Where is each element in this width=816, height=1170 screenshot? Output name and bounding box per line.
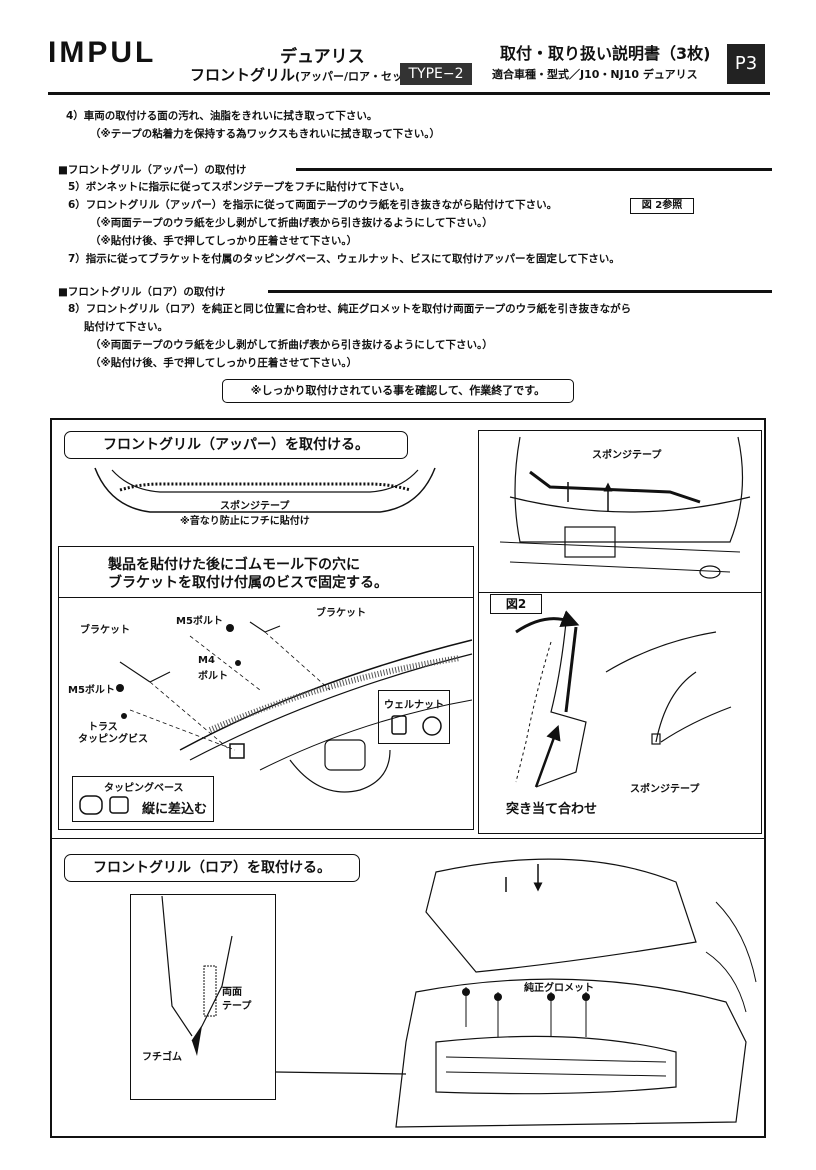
right-detail-panel: [478, 430, 762, 834]
section-lower-title: ■フロントグリル（ロア）の取付け: [58, 286, 226, 298]
edge-detail-drawing: [161, 895, 233, 1056]
bracket-label-b: ブラケット: [316, 608, 366, 619]
insert-vertical-label: 縦に差込む: [142, 802, 208, 817]
bracket-label-a: ブラケット: [80, 625, 130, 636]
fig2-drawing: [515, 610, 732, 788]
step-8-note-1: （※両面テープのウラ紙を少し剥がして折曲げ表から引き抜けるようにして下さい。）: [90, 339, 493, 351]
double-tape-label-2: テープ: [222, 1001, 252, 1012]
wellnut-icon: [391, 715, 442, 736]
grommet-label: 純正グロメット: [524, 983, 594, 994]
double-tape-label-1: 両面: [222, 987, 242, 998]
car-hood-open-drawing: [275, 858, 757, 1128]
m4-bolt-label-1: M4: [198, 655, 215, 666]
tapping-base-icon: [79, 795, 129, 815]
step-6-note-2: （※貼付け後、手で押してしっかり圧着させて下さい。）: [90, 235, 358, 247]
fig2-reference: 図 2参照: [630, 198, 694, 214]
fig2-label: 図2: [490, 594, 542, 614]
tapping-base-label: タッピングベース: [104, 783, 184, 794]
brand-logo: IMPUL: [48, 36, 157, 69]
step-4-note: （※テープの粘着力を保持する為ワックスもきれいに拭き取って下さい。）: [90, 128, 440, 140]
step-8: 8）フロントグリル（ロア）を純正と同じ位置に合わせ、純正グロメットを取付け両面テ…: [68, 303, 632, 315]
m5-bolt-label-a: M5ボルト: [176, 616, 223, 627]
right-sponge-label-b: スポンジテープ: [630, 784, 700, 795]
right-panel-divider: [478, 592, 762, 593]
step-8-note-2: （※貼付け後、手で押してしっかり圧着させて下さい。）: [90, 357, 358, 369]
upper-grill-drawing: [94, 467, 436, 513]
page-number: P3: [727, 44, 765, 84]
sponge-tape-note: ※音なり防止にフチに貼付け: [180, 516, 310, 527]
model-name: デュアリス: [280, 47, 365, 67]
bracket-note-2: ブラケットを取付け付属のビスで固定する。: [108, 575, 388, 591]
upper-install-title: フロントグリル（アッパー）を取付ける。: [64, 431, 408, 459]
diagram-frame: [50, 418, 766, 1138]
sponge-tape-label: スポンジテープ: [220, 501, 290, 512]
wellnut-label: ウェルナット: [384, 700, 444, 711]
bracket-panel-divider: [58, 597, 474, 598]
step-4: 4）車両の取付ける面の汚れ、油脂をきれいに拭き取って下さい。: [66, 110, 378, 122]
step-6: 6）フロントグリル（アッパー）を指示に従って両面テープのウラ紙を引き抜きながら貼…: [68, 199, 558, 211]
butt-align-label: 突き当て合わせ: [506, 802, 598, 817]
bracket-note-1: 製品を貼付けた後にゴムモール下の穴に: [108, 557, 360, 573]
truss-label-1: トラス: [88, 722, 118, 733]
section-upper-rule: [296, 168, 772, 171]
m5-bolt-label-b: M5ボルト: [68, 685, 115, 696]
header-rule: [48, 92, 770, 95]
applicable-vehicle: 適合車種・型式／J10・NJ10 デュアリス: [492, 68, 698, 81]
step-6-note-1: （※両面テープのウラ紙を少し剥がして折曲げ表から引き抜けるようにして下さい。）: [90, 217, 493, 229]
right-sponge-label: スポンジテープ: [592, 450, 662, 461]
lower-install-title: フロントグリル（ロア）を取付ける。: [64, 854, 360, 882]
bracket-detail-panel: [58, 546, 474, 830]
car-front-drawing: [499, 436, 751, 579]
product-name: フロントグリル(アッパー/ロア・セット): [190, 64, 419, 85]
section-upper-title: ■フロントグリル（アッパー）の取付け: [58, 164, 247, 176]
edge-rubber-label: フチゴム: [142, 1052, 182, 1063]
step-5: 5）ボンネットに指示に従ってスポンジテープをフチに貼付けて下さい。: [68, 181, 410, 193]
wellnut-box: [378, 690, 450, 744]
bracket-exploded-drawing: [116, 621, 473, 793]
edge-detail-panel: [130, 894, 276, 1100]
step-8-cont: 貼付けて下さい。: [84, 321, 168, 333]
completion-note: ※しっかり取付けされている事を確認して、作業終了です。: [222, 379, 574, 403]
tapping-base-box: [72, 776, 214, 822]
truss-label-2: タッピングビス: [78, 734, 148, 745]
step-7: 7）指示に従ってブラケットを付属のタッピングベース、ウェルナット、ビスにて取付け…: [68, 253, 620, 265]
product-main: フロントグリル: [190, 66, 296, 84]
lower-section-divider: [52, 838, 764, 839]
m4-bolt-label-2: ボルト: [198, 671, 228, 682]
product-paren: (アッパー/ロア・セット): [295, 70, 420, 83]
section-lower-rule: [268, 290, 772, 293]
doc-title: 取付・取り扱い説明書（3枚): [500, 44, 711, 63]
type-badge: TYPE−2: [400, 63, 472, 85]
